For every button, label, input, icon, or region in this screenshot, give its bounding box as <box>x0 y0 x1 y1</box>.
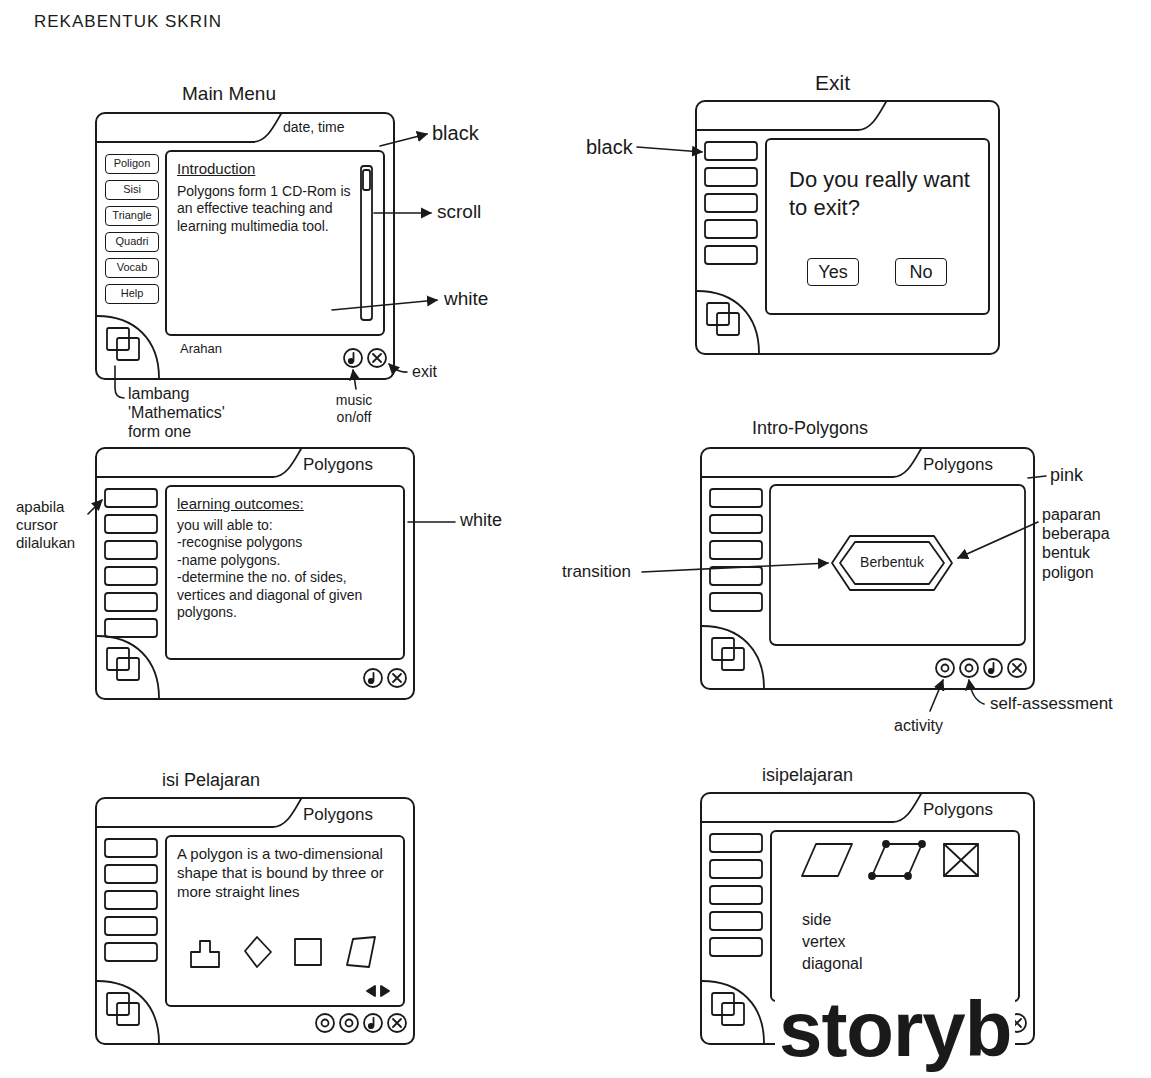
outcome-line: -recognise polygons <box>177 534 395 552</box>
annotation: activity <box>894 716 943 735</box>
text-flow: learning outcomes: you will able to:-reco… <box>167 487 403 630</box>
menu-button: Help <box>105 284 159 304</box>
content-panel: IntroductionPolygons form 1 CD-Rom is an… <box>165 150 385 336</box>
outcome-line: you will able to: <box>177 517 395 535</box>
button-label: Help <box>121 287 144 301</box>
button-label: Triangle <box>112 209 151 223</box>
dialog-panel-outline-art <box>767 140 988 313</box>
body-text: A polygon is a two-dimensional shape tha… <box>177 845 393 901</box>
screen-frame: isi PelajaranPolygonsA polygon is a two-… <box>95 797 415 1045</box>
annotation: pink <box>1050 465 1083 487</box>
menu-button: Sisi <box>105 180 159 200</box>
button-label: Vocab <box>117 261 148 275</box>
bar-label: Arahan <box>180 341 222 357</box>
screen-frame: Main Menudate, timeIntroductionPolygons … <box>95 112 395 380</box>
term-label: side <box>802 910 831 930</box>
annotation: transition <box>562 562 631 582</box>
screen-heading: isipelajaran <box>762 764 853 787</box>
annotation: scroll <box>437 201 481 224</box>
screen-frame: ExitDo you really want to exit?YesNo <box>695 100 1000 355</box>
text-flow: IntroductionPolygons form 1 CD-Rom is an… <box>167 152 383 243</box>
dialog-panel: Do you really want to exit? Yes No <box>765 138 990 315</box>
section-title: learning outcomes: <box>177 495 395 514</box>
annotation: apabila cursor dilalukan <box>16 498 90 552</box>
annotation: white <box>444 288 488 311</box>
tab-label: Polygons <box>303 804 373 825</box>
screen-frame: Polygons learning outcomes: you will able … <box>95 447 415 700</box>
screen-heading: Main Menu <box>182 82 276 106</box>
button-label: Sisi <box>123 183 141 197</box>
dialog-button: No <box>895 258 947 286</box>
button-label: No <box>909 261 932 284</box>
section-title: Introduction <box>177 160 351 179</box>
tab-label: Polygons <box>923 454 993 475</box>
hexagon-shape: Berbentuk <box>832 535 952 591</box>
text-flow: A polygon is a two-dimensional shape tha… <box>167 837 403 909</box>
content-panel: sidevertexdiagonal <box>770 830 1020 1002</box>
outcome-line: -determine the no. of sides, vertices an… <box>177 569 395 622</box>
screen-heading: Exit <box>815 70 850 96</box>
content-panel: learning outcomes: you will able to:-reco… <box>165 485 405 660</box>
watermark: storyb <box>775 990 1015 1068</box>
menu-button: Quadri <box>105 232 159 252</box>
annotation: paparan beberapa bentuk poligon <box>1042 505 1142 582</box>
annotation: self-assessment <box>990 694 1113 714</box>
annotation: exit <box>412 362 437 381</box>
term-label: diagonal <box>802 954 863 974</box>
screen-heading: isi Pelajaran <box>162 769 260 792</box>
content-panel: A polygon is a two-dimensional shape tha… <box>165 835 405 1007</box>
menu-button: Vocab <box>105 258 159 278</box>
annotation: lambang 'Mathematics' form one <box>128 384 248 442</box>
shape-label: Berbentuk <box>860 554 924 572</box>
outcome-line: -name polygons. <box>177 552 395 570</box>
menu-button: Triangle <box>105 206 159 226</box>
annotation: black <box>586 135 633 159</box>
dialog-text: Do you really want to exit? <box>789 166 974 221</box>
tab-label: Polygons <box>923 799 993 820</box>
menu-button: Poligon <box>105 154 159 174</box>
annotation: white <box>460 510 502 532</box>
page-title: REKABENTUK SKRIN <box>34 12 222 32</box>
dialog-button: Yes <box>807 258 859 286</box>
text-flow: Do you really want to exit? <box>767 140 988 229</box>
annotation: black <box>432 121 479 145</box>
button-label: Yes <box>818 261 847 284</box>
content-panel-outline-art <box>167 152 383 334</box>
term-label: vertex <box>802 932 846 952</box>
tab-label: Polygons <box>303 454 373 475</box>
screen-frame: Intro-PolygonsPolygonsBerbentuk <box>700 447 1035 690</box>
body-text: Polygons form 1 CD-Rom is an effective t… <box>177 183 351 236</box>
screen-heading: Intro-Polygons <box>752 417 868 440</box>
button-label: Quadri <box>115 235 148 249</box>
tab-label: date, time <box>283 119 344 137</box>
button-label: Poligon <box>114 157 151 171</box>
content-panel-outline-art <box>167 837 403 1005</box>
annotation: music on/off <box>318 392 390 426</box>
